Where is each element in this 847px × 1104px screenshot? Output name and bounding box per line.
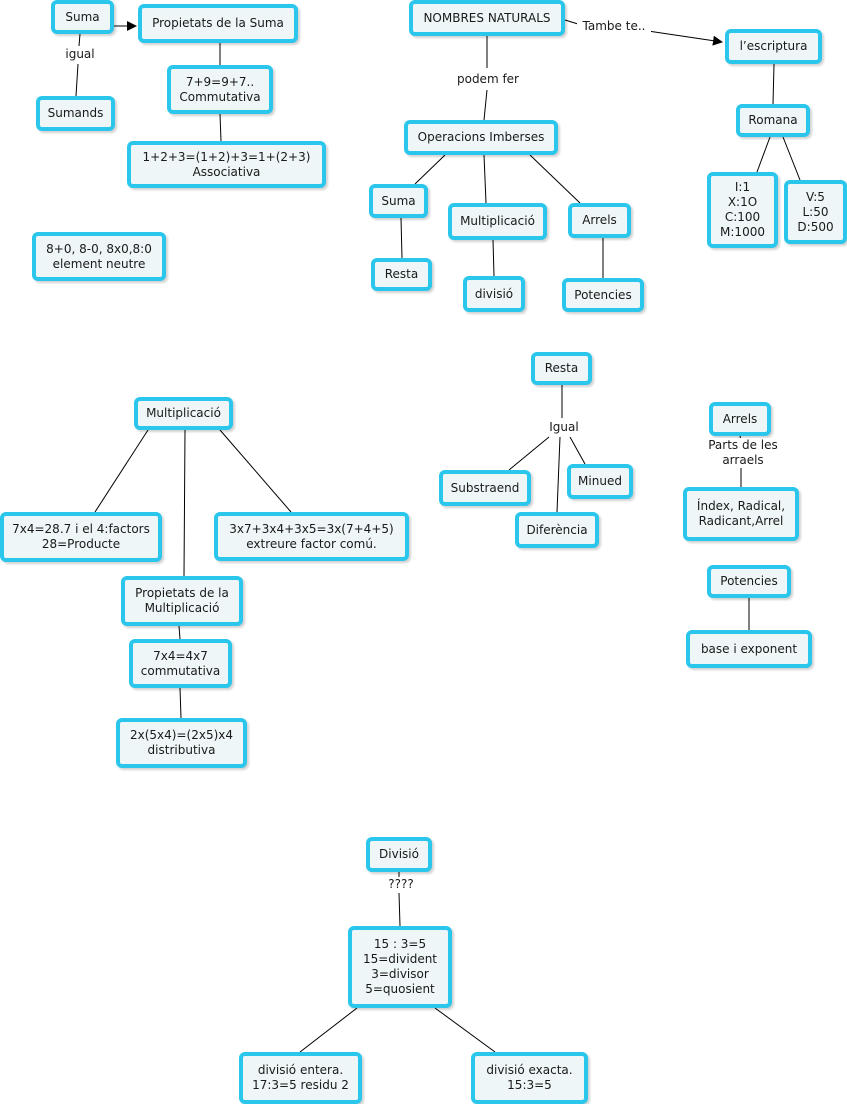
link-propietats-commutativa-mult <box>178 625 181 640</box>
link-romana-2 <box>782 136 801 181</box>
linking-igual: igual <box>62 47 98 62</box>
link-igual-substraend <box>508 436 550 471</box>
concept-mult-main[interactable]: Multiplicació <box>134 397 233 430</box>
concept-op-divisio[interactable]: divisió <box>463 276 525 312</box>
concept-op-potencies[interactable]: Potencies <box>562 278 644 312</box>
concept-associativa[interactable]: 1+2+3=(1+2)+3=1+(2+3) Associativa <box>127 141 326 188</box>
link-igual-sumands <box>75 63 79 97</box>
concept-op-multiplicacio[interactable]: Multiplicació <box>448 203 547 240</box>
link-romana-1 <box>756 136 771 173</box>
concept-op-arrels[interactable]: Arrels <box>568 203 631 238</box>
concept-commutativa-suma[interactable]: 7+9=9+7.. Commutativa <box>167 65 273 114</box>
concept-operacions[interactable]: Operacions Imberses <box>404 120 558 155</box>
concept-escriptura[interactable]: l’escriptura <box>725 29 822 64</box>
concept-sumands[interactable]: Sumands <box>36 96 115 131</box>
concept-propietats-suma[interactable]: Propietats de la Suma <box>138 4 298 43</box>
link-suma-igual <box>78 33 81 47</box>
concept-minued[interactable]: Minued <box>567 464 633 499</box>
link-commutativa-distributiva <box>179 687 182 719</box>
concept-divisio-entera[interactable]: divisió entera. 17:3=5 residu 2 <box>239 1052 362 1104</box>
concept-distributiva[interactable]: 2x(5x4)=(2x5)x4 distributiva <box>116 718 247 768</box>
link-naturals-tambe <box>564 19 579 25</box>
concept-commutativa-mult[interactable]: 7x4=4x7 commutativa <box>129 639 232 688</box>
link-exemple-entera <box>299 1007 358 1053</box>
concept-suma-main[interactable]: Suma <box>51 0 114 34</box>
concept-romana[interactable]: Romana <box>736 104 810 137</box>
concept-romana-2[interactable]: V:5 L:50 D:500 <box>784 180 847 244</box>
concept-substraend[interactable]: Substraend <box>439 470 531 506</box>
link-suma-resta <box>400 217 403 259</box>
link-commutativa-associativa <box>219 113 222 142</box>
concept-op-resta[interactable]: Resta <box>371 258 432 291</box>
link-exemple-exacta <box>434 1007 496 1053</box>
concept-divisio-exacta[interactable]: divisió exacta. 15:3=5 <box>471 1052 588 1104</box>
link-mult-divisio <box>492 239 495 277</box>
link-operacions-suma <box>414 154 446 185</box>
concept-diferencia[interactable]: Diferència <box>515 512 599 548</box>
concept-base-exponent[interactable]: base i exponent <box>686 630 812 668</box>
link-igual-diferencia <box>556 436 561 513</box>
linking-podem-fer: podem fer <box>452 72 524 87</box>
link-interrogants-exemple <box>398 892 401 927</box>
linking-tambe-te: Tambe te.. <box>577 19 651 34</box>
link-mult-factor-comu <box>219 429 292 513</box>
link-igual-minued <box>569 436 586 465</box>
concept-arrels-main[interactable]: Arrels <box>709 402 771 436</box>
link-operacions-arrels <box>529 154 581 204</box>
linking-parts-arrels: Parts de les arraels <box>698 438 788 468</box>
link-podem-operacions <box>483 89 488 121</box>
concept-element-neutre[interactable]: 8+0, 8-0, 8x0,8:0 element neutre <box>32 232 166 281</box>
link-mult-propietats <box>183 429 186 577</box>
concept-propietats-mult[interactable]: Propietats de la Multiplicació <box>121 576 243 626</box>
link-mult-factors <box>94 429 149 513</box>
concept-resta-main[interactable]: Resta <box>531 352 592 385</box>
concept-factor-comu[interactable]: 3x7+3x4+3x5=3x(7+4+5) extreure factor co… <box>214 512 409 561</box>
concept-factors[interactable]: 7x4=28.7 i el 4:factors 28=Producte <box>0 512 162 562</box>
link-operacions-mult <box>483 154 487 204</box>
concept-op-suma[interactable]: Suma <box>369 184 428 218</box>
concept-nombres-naturals[interactable]: NOMBRES NATURALS <box>409 0 565 36</box>
concept-divisio-exemple[interactable]: 15 : 3=5 15=divident 3=divisor 5=quosien… <box>348 926 452 1008</box>
concept-romana-1[interactable]: I:1 X:1O C:100 M:1000 <box>707 172 778 248</box>
concept-divisio-main[interactable]: Divisió <box>366 837 432 872</box>
concept-potencies-main[interactable]: Potencies <box>707 565 791 598</box>
link-escriptura-romana <box>772 63 775 105</box>
link-tambe-escriptura <box>647 30 723 46</box>
linking-igual-resta: Igual <box>544 420 584 435</box>
concept-index-radical[interactable]: Índex, Radical, Radicant,Arrel <box>683 487 799 541</box>
linking-interrogants: ???? <box>383 877 419 892</box>
